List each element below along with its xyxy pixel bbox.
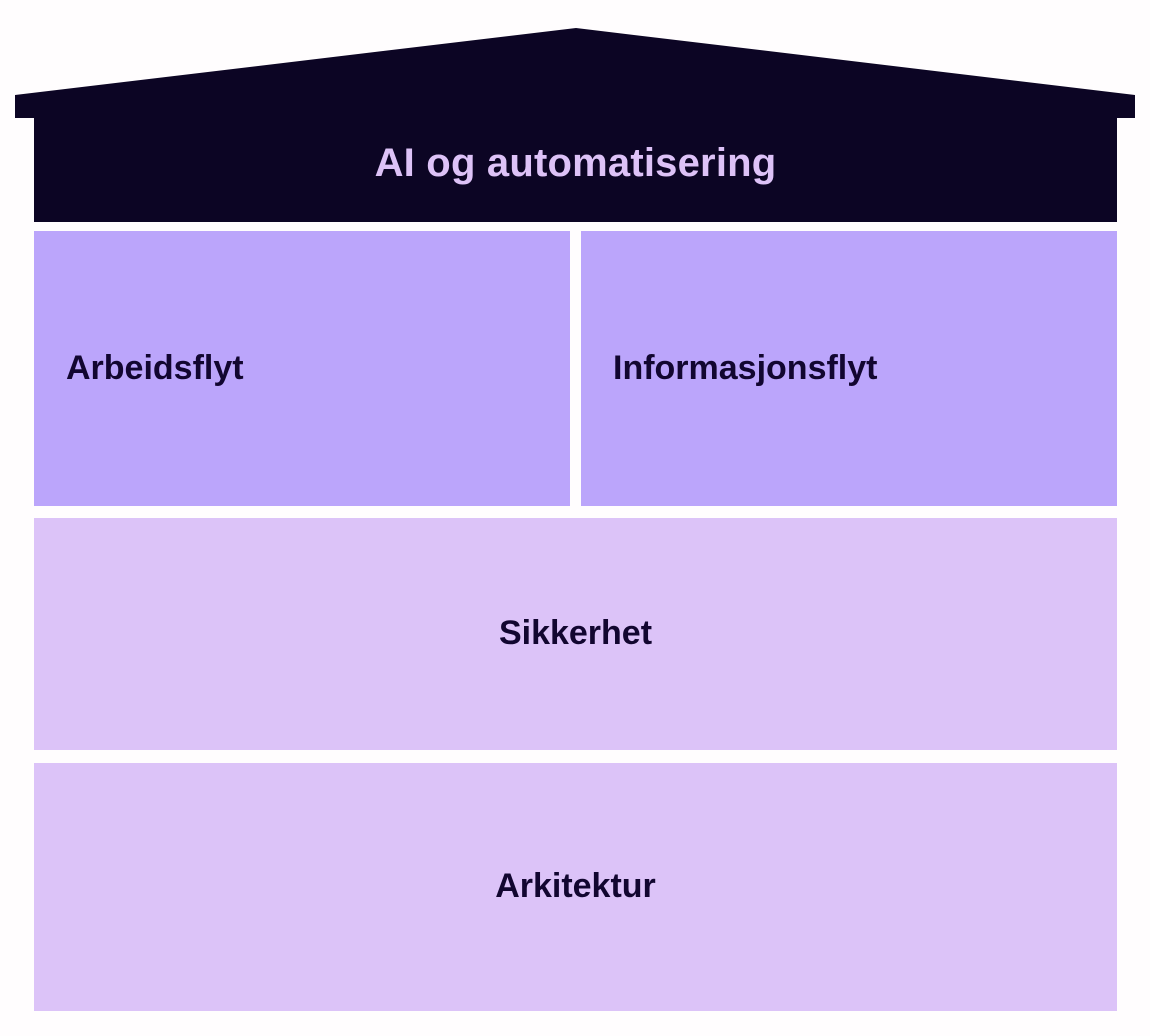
roof-container xyxy=(0,0,1150,120)
band-security-label: Sikkerhet xyxy=(498,614,653,653)
pillar-workflow-label: Arbeidsflyt xyxy=(66,348,244,387)
band-security[interactable]: Sikkerhet xyxy=(34,518,1117,750)
header-band: AI og automatisering xyxy=(34,104,1117,222)
band-architecture[interactable]: Arkitektur xyxy=(34,763,1117,1011)
pillar-workflow[interactable]: Arbeidsflyt xyxy=(34,231,570,506)
page-title: AI og automatisering xyxy=(374,141,777,185)
pillar-information-flow[interactable]: Informasjonsflyt xyxy=(581,231,1117,506)
pillar-row: Arbeidsflyt Informasjonsflyt xyxy=(34,231,1117,506)
band-architecture-label: Arkitektur xyxy=(495,867,656,906)
pillar-information-flow-label: Informasjonsflyt xyxy=(613,348,878,387)
